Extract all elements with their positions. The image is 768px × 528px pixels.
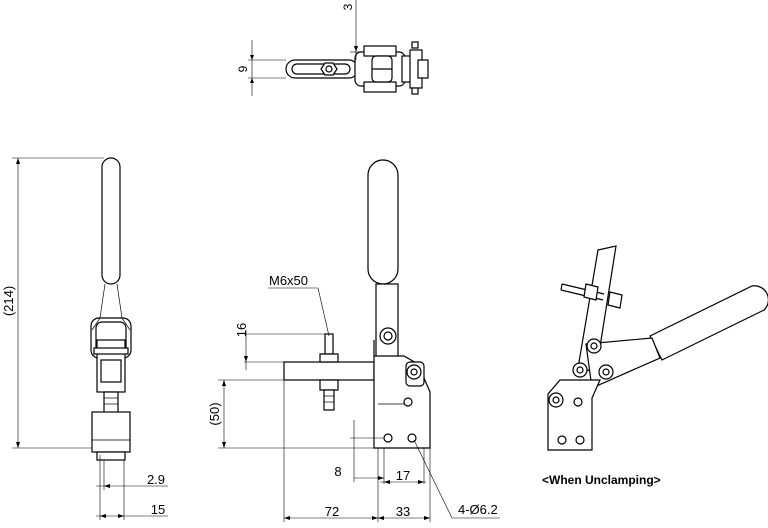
- hole-offset-dim: 8: [334, 464, 341, 479]
- front-offset-dim: 2.9: [147, 472, 165, 487]
- front-handle-grip: [101, 157, 121, 285]
- side-view: [218, 159, 500, 522]
- unclamp-handle-grip: [649, 285, 768, 361]
- hole-pitch-dim: 17: [396, 468, 410, 483]
- front-view: [12, 157, 168, 520]
- top-thickness-dim: 9: [236, 65, 250, 72]
- top-offset-dim: 3: [341, 3, 355, 10]
- top-view: [248, 0, 429, 96]
- base-length-dim: 33: [396, 504, 410, 519]
- thread-label: M6x50: [269, 273, 308, 288]
- front-width-dim: 15: [151, 502, 165, 517]
- overall-height-dim: (214): [1, 286, 16, 316]
- spindle-height-dim: 16: [234, 323, 249, 337]
- handle-grip: [367, 159, 399, 285]
- hex-nut-top: [320, 62, 338, 76]
- reach-dim: 72: [325, 504, 339, 519]
- holes-dim: 4-Ø6.2: [458, 502, 498, 517]
- unclamp-caption: <When Unclamping>: [542, 473, 661, 487]
- unclamped-view: [547, 245, 768, 451]
- base-to-spindle-dim: (50): [207, 402, 222, 425]
